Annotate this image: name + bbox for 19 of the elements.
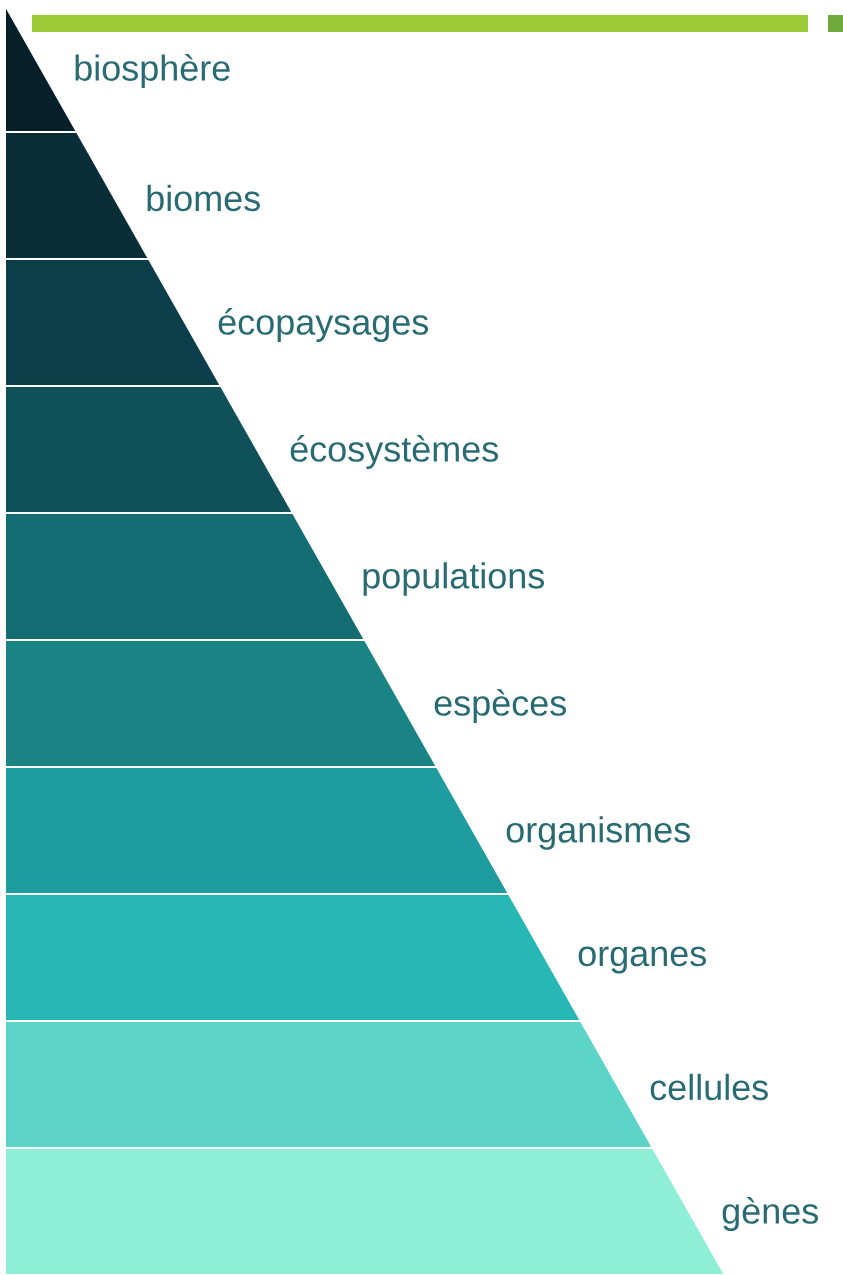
node-label: organismes [506,816,690,850]
node-label: gènes [722,1197,818,1231]
pyramid-band: espèces [4,639,566,768]
pyramid-band: biomes [4,131,260,260]
pyramid-band: organes [4,893,706,1022]
node-label: cellules [650,1073,768,1101]
pyramid-band: gènes [4,1147,818,1275]
node-label: écosystèmes [290,435,498,469]
pyramid-band: écosystèmes [4,385,498,514]
node-label: espèces [434,689,566,723]
pyramid-band: cellules [4,1020,768,1149]
node-label: populations [363,562,544,596]
node-label: écopaysages [218,308,429,342]
node-label: organes [578,946,706,974]
pyramid-band: organismes [4,766,690,895]
node-label: biomes [147,184,260,212]
node-label: biosphère [75,54,230,88]
pyramid-band: écopaysages [4,258,428,387]
pyramid-band: populations [4,512,544,641]
